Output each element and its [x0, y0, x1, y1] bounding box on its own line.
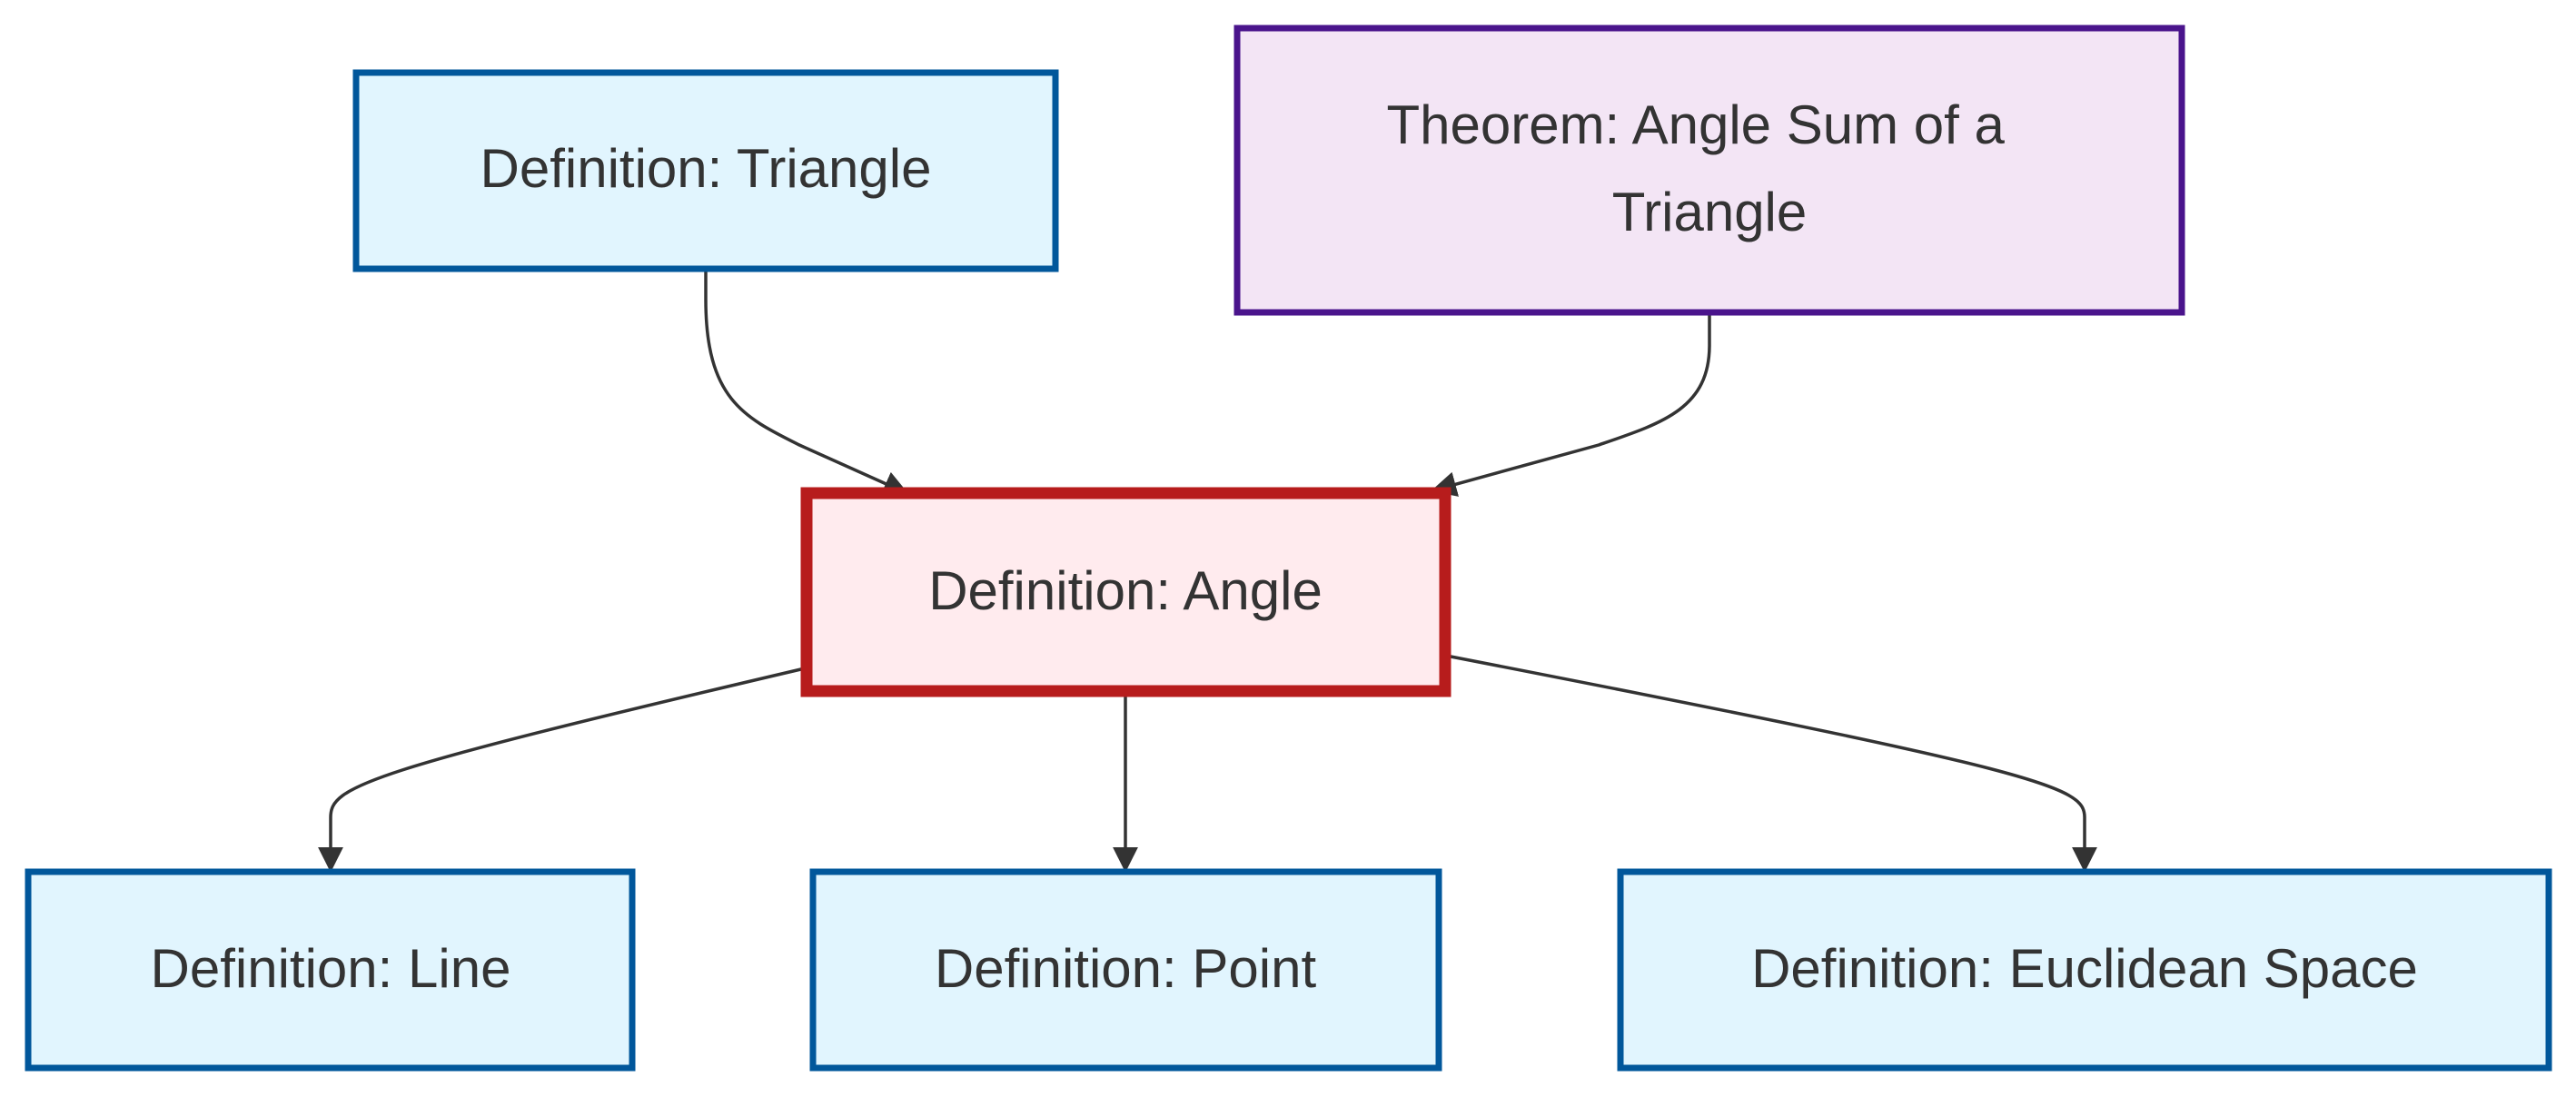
node-label: Definition: Triangle [481, 138, 932, 199]
svg-text:Theorem: Angle Sum of a: Theorem: Angle Sum of a Triangle [1386, 94, 2019, 242]
node-label: Definition: Line [151, 938, 511, 999]
node-label: Definition: Euclidean Space [1751, 938, 2418, 999]
node-definition-euclidean-space[interactable]: Definition: Euclidean Space [1617, 868, 2552, 1072]
svg-text:Definition: Euclidean Space: Definition: Euclidean Space [1751, 938, 2418, 999]
edge-angle-sum-to-angle [1431, 313, 1711, 497]
node-definition-angle[interactable]: Definition: Angle [800, 487, 1451, 697]
svg-text:Definition: Angle: Definition: Angle [928, 560, 1323, 621]
node-theorem-angle-sum[interactable]: Theorem: Angle Sum of a Triangle [1234, 25, 2185, 316]
svg-text:Definition: Point: Definition: Point [935, 938, 1317, 999]
node-label: Definition: Point [935, 938, 1317, 999]
edge-angle-to-line [318, 667, 806, 873]
node-label-line-1: Theorem: Angle Sum of a [1386, 94, 2005, 155]
node-definition-point[interactable]: Definition: Point [809, 868, 1442, 1072]
svg-text:Definition: Triangle: Definition: Triangle [481, 138, 932, 199]
svg-text:Definition: Line: Definition: Line [151, 938, 511, 999]
node-label: Definition: Angle [928, 560, 1323, 621]
node-definition-line[interactable]: Definition: Line [25, 868, 636, 1072]
edge-triangle-to-angle [704, 269, 909, 496]
node-label-line-2: Triangle [1612, 182, 1808, 242]
edge-angle-to-euclidean-space [1445, 654, 2097, 873]
node-definition-triangle[interactable]: Definition: Triangle [352, 69, 1059, 272]
